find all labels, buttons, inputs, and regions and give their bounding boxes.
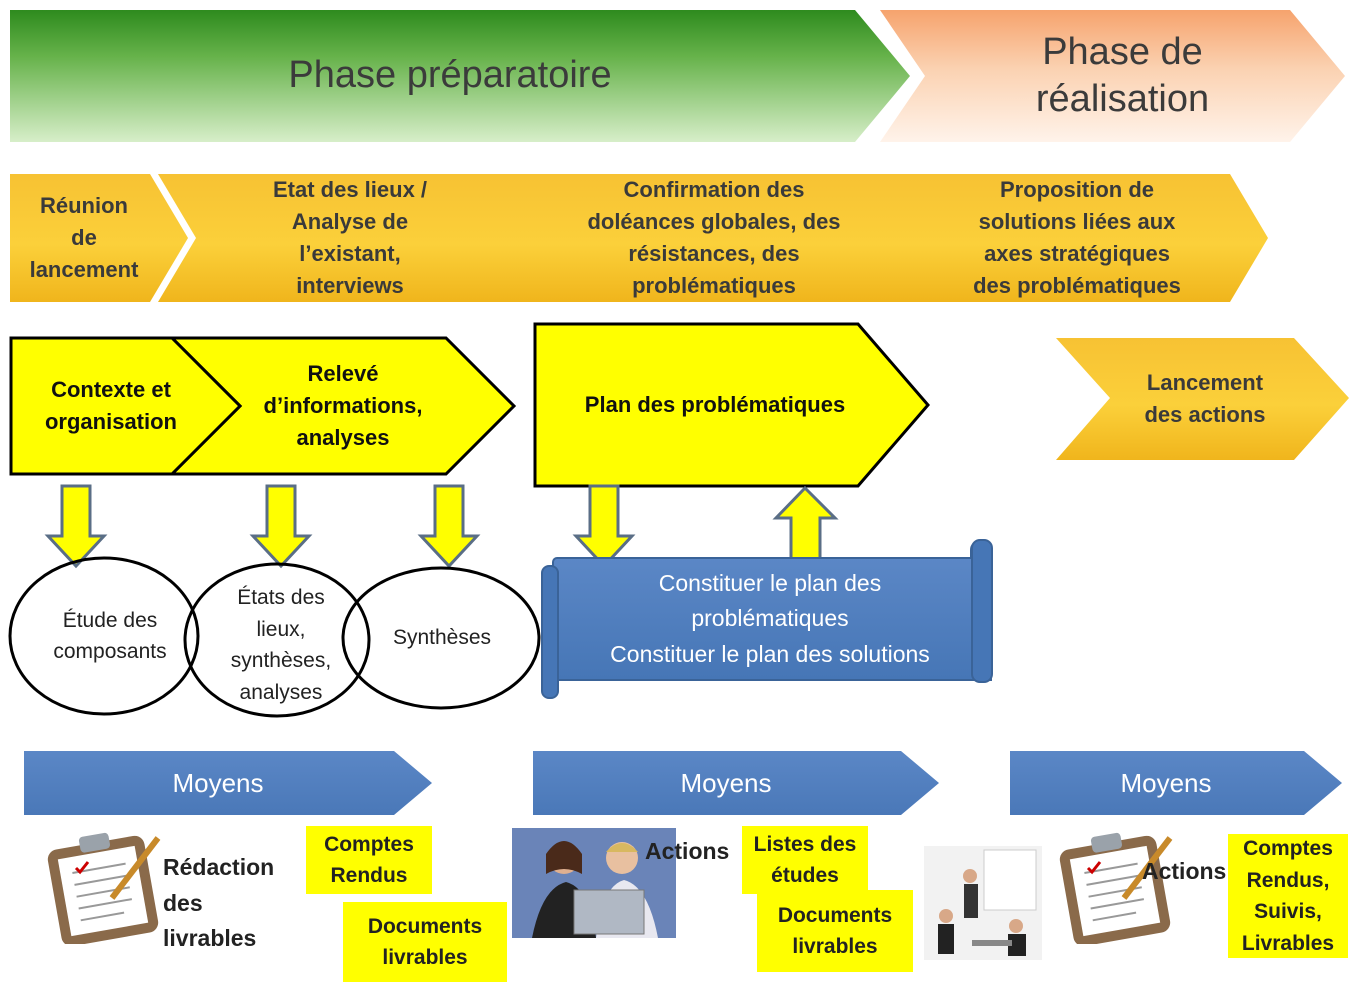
note-documents-2: Documents livrables — [757, 890, 913, 972]
down-arrow-4 — [572, 484, 636, 569]
ellipse-etats-text: États des lieux, synthèses, analyses — [206, 580, 356, 710]
note-documents-1-label: Documents livrables — [367, 914, 483, 970]
step-reunion-lancement: Réunion de lancement — [10, 174, 188, 302]
moyens-label-1: Moyens — [172, 767, 264, 798]
down-arrow-1 — [44, 484, 108, 569]
ellipse-etats-label: États des lieux, synthèses, analyses — [230, 586, 332, 704]
redaction-label: Rédaction des livrables — [163, 854, 275, 952]
ellipse-etude-label: Étude des composants — [53, 608, 167, 664]
scroll-text: Constituer le plan des problématiques Co… — [560, 564, 980, 674]
moyens-label-3: Moyens — [1120, 767, 1212, 798]
moyens-arrow-1: Moyens — [24, 751, 432, 815]
note-documents-2-label: Documents livrables — [777, 903, 893, 959]
step-confirmation: Confirmation des doléances globales, des… — [498, 174, 930, 302]
down-arrow-2 — [249, 484, 313, 569]
phase-realisation-banner: Phase de réalisation — [880, 10, 1345, 142]
ellipse-syntheses-text: Synthèses — [372, 618, 512, 658]
clipboard-icon-2 — [1059, 832, 1173, 944]
up-arrow — [772, 485, 839, 568]
down-arrow-3 — [417, 484, 481, 569]
note-listes-etudes: Listes des études — [742, 826, 868, 894]
ellipse-etats — [183, 562, 371, 718]
step-proposition-label: Proposition de solutions liées aux axes … — [973, 177, 1181, 298]
ellipse-etude-text: Étude des composants — [30, 590, 190, 682]
clipboard-icon — [47, 832, 161, 944]
step-etat-label: Etat des lieux / Analyse de l’existant, … — [272, 177, 428, 298]
note-comptes-rendus-1: Comptes Rendus — [306, 826, 432, 894]
process-lancement-shape — [1056, 338, 1349, 460]
process-plan-text: Plan des problématiques — [540, 326, 890, 484]
phase-realisation-label: Phase de réalisation — [1035, 30, 1210, 120]
note-comptes-rendus-2-label: Comptes Rendus, Suivis, Livrables — [1241, 837, 1335, 955]
scroll-left-edge — [541, 565, 559, 699]
moyens-arrow-3: Moyens — [1010, 751, 1342, 815]
process-contexte-text: Contexte et organisation — [16, 340, 206, 472]
phase-preparatoire-banner: Phase préparatoire — [10, 10, 910, 142]
step-confirmation-label: Confirmation des doléances globales, des… — [587, 177, 841, 298]
scroll-label: Constituer le plan des problématiques Co… — [610, 569, 930, 667]
process-plan-label: Plan des problématiques — [584, 392, 846, 418]
phase-preparatoire-label: Phase préparatoire — [288, 54, 612, 97]
step-etat-des-lieux: Etat des lieux / Analyse de l’existant, … — [158, 174, 542, 302]
note-documents-1: Documents livrables — [343, 902, 507, 982]
step-proposition: Proposition de solutions liées aux axes … — [886, 174, 1268, 302]
process-releve-text: Relevé d’informations, analyses — [230, 340, 456, 472]
ellipse-syntheses-label: Synthèses — [392, 626, 492, 650]
ellipse-syntheses — [341, 566, 541, 710]
note-comptes-rendus-2: Comptes Rendus, Suivis, Livrables — [1228, 834, 1348, 958]
presentation-icon — [924, 846, 1042, 960]
process-contexte-label: Contexte et organisation — [44, 377, 177, 434]
moyens-label-2: Moyens — [680, 767, 772, 798]
ellipse-etude — [8, 556, 200, 716]
actions-label-2: Actions — [1142, 858, 1227, 884]
note-comptes-rendus-1-label: Comptes Rendus — [324, 832, 414, 888]
process-lancement-label: Lancement des actions — [1144, 370, 1266, 427]
actions-label-1: Actions — [645, 838, 730, 864]
process-plan-shape — [533, 322, 930, 488]
team-meeting-icon — [512, 828, 676, 938]
process-lancement-text: Lancement des actions — [1110, 340, 1300, 458]
note-listes-label: Listes des études — [753, 832, 857, 888]
process-releve-label: Relevé d’informations, analyses — [263, 361, 423, 450]
moyens-arrow-2: Moyens — [533, 751, 939, 815]
scroll-right-edge — [971, 539, 993, 683]
process-contexte-shape — [9, 336, 243, 476]
step-reunion-label: Réunion de lancement — [29, 193, 139, 282]
